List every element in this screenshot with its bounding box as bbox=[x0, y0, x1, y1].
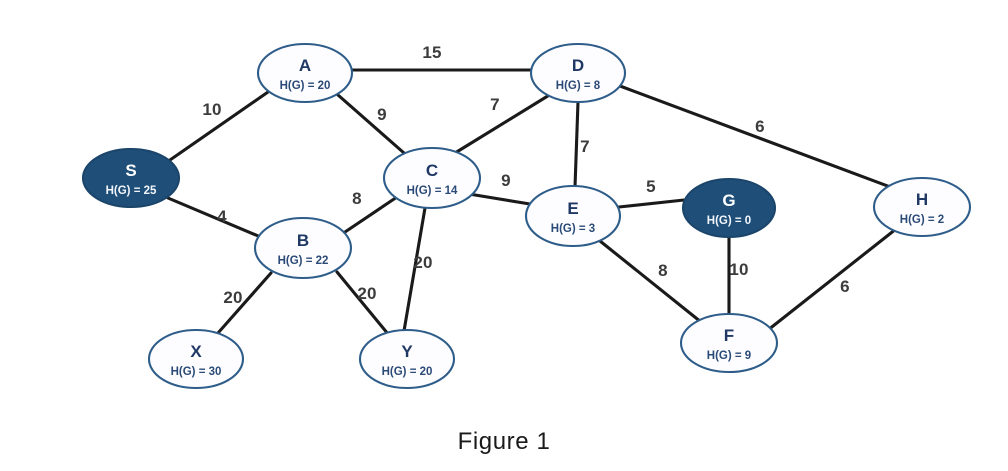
graph-edge-s-a bbox=[168, 90, 270, 162]
node-heuristic-label-x: H(G) = 30 bbox=[171, 366, 222, 378]
edge-weight-label-b-y: 20 bbox=[357, 284, 376, 303]
node-shape-b[interactable] bbox=[253, 216, 353, 280]
node-heuristic-label-e: H(G) = 3 bbox=[551, 223, 595, 235]
graph-edge-b-x bbox=[216, 271, 273, 335]
node-shape-d[interactable] bbox=[529, 42, 627, 104]
edge-weight-label-d-h: 6 bbox=[755, 117, 765, 136]
edge-weight-label-a-c: 9 bbox=[377, 105, 387, 124]
node-id-label-f: F bbox=[724, 326, 734, 345]
graph-node-a[interactable]: A H(G) = 20 bbox=[256, 42, 354, 104]
node-shape-e[interactable] bbox=[524, 184, 622, 248]
graph-edge-e-f bbox=[598, 239, 703, 324]
figure-caption: Figure 1 bbox=[457, 428, 551, 455]
node-heuristic-label-h: H(G) = 2 bbox=[900, 214, 944, 226]
edge-weight-label-c-y: 20 bbox=[413, 253, 432, 272]
edge-weights-layer: 10 4 15 9 8 20 20 7 9 20 7 6 5 8 10 6 bbox=[202, 43, 849, 307]
graph-node-c[interactable]: C H(G) = 14 bbox=[382, 146, 482, 210]
node-heuristic-label-d: H(G) = 8 bbox=[556, 80, 601, 92]
graph-node-e[interactable]: E H(G) = 3 bbox=[524, 184, 622, 248]
edge-weight-label-h-f: 6 bbox=[840, 277, 850, 296]
graph-node-y[interactable]: Y H(G) = 20 bbox=[358, 328, 456, 390]
graph-edge-c-y bbox=[402, 206, 427, 333]
node-id-label-e: E bbox=[567, 199, 578, 218]
edge-weight-label-s-a: 10 bbox=[202, 100, 221, 119]
edge-weight-label-e-g: 5 bbox=[646, 177, 656, 196]
edges-layer bbox=[166, 68, 898, 336]
graph-edge-s-b bbox=[166, 196, 265, 240]
graph-node-h[interactable]: H H(G) = 2 bbox=[872, 176, 972, 238]
edge-weight-label-c-d: 7 bbox=[490, 95, 500, 114]
node-id-label-g: G bbox=[722, 191, 735, 210]
edge-weight-label-b-x: 20 bbox=[223, 288, 242, 307]
node-shape-s[interactable] bbox=[81, 147, 181, 209]
node-shape-g[interactable] bbox=[681, 177, 777, 239]
node-shape-y[interactable] bbox=[358, 328, 456, 390]
node-shape-a[interactable] bbox=[256, 42, 354, 104]
node-heuristic-label-b: H(G) = 22 bbox=[278, 255, 329, 267]
graph-node-x[interactable]: X H(G) = 30 bbox=[147, 328, 245, 390]
edge-weight-label-c-e: 9 bbox=[501, 171, 511, 190]
node-heuristic-label-a: H(G) = 20 bbox=[280, 80, 331, 92]
graph-node-d[interactable]: D H(G) = 8 bbox=[529, 42, 627, 104]
node-shape-h[interactable] bbox=[872, 176, 972, 238]
graph-node-f[interactable]: F H(G) = 9 bbox=[679, 312, 779, 374]
graph-edge-c-e bbox=[461, 191, 538, 207]
node-id-label-h: H bbox=[916, 190, 928, 209]
edge-weight-label-g-f: 10 bbox=[729, 260, 748, 279]
graph-edge-d-e bbox=[573, 100, 580, 189]
graph-node-b[interactable]: B H(G) = 22 bbox=[253, 216, 353, 280]
node-id-label-y: Y bbox=[401, 342, 413, 361]
graph-edge-d-h bbox=[618, 84, 895, 190]
node-shape-c[interactable] bbox=[382, 146, 482, 210]
edge-weight-label-a-d: 15 bbox=[422, 43, 441, 62]
node-id-label-a: A bbox=[299, 56, 311, 75]
node-id-label-s: S bbox=[125, 161, 136, 180]
graph-edge-e-g bbox=[617, 198, 686, 209]
graph-edge-b-y bbox=[335, 270, 390, 336]
node-id-label-b: B bbox=[297, 231, 309, 250]
node-heuristic-label-g: H(G) = 0 bbox=[707, 215, 751, 227]
graph-node-s[interactable]: S H(G) = 25 bbox=[81, 147, 181, 209]
graph-edge-h-f bbox=[766, 227, 898, 332]
node-id-label-c: C bbox=[426, 161, 438, 180]
node-id-label-d: D bbox=[572, 56, 584, 75]
node-heuristic-label-f: H(G) = 9 bbox=[707, 350, 751, 362]
graph-edge-b-c bbox=[343, 195, 399, 234]
node-shape-x[interactable] bbox=[147, 328, 245, 390]
edge-weight-label-d-e: 7 bbox=[580, 137, 590, 156]
graph-edge-a-c bbox=[336, 93, 406, 155]
node-id-label-x: X bbox=[190, 342, 202, 361]
node-heuristic-label-s: H(G) = 25 bbox=[106, 185, 157, 197]
edge-weight-label-e-f: 8 bbox=[658, 261, 668, 280]
edge-weight-label-b-c: 8 bbox=[352, 189, 362, 208]
node-shape-f[interactable] bbox=[679, 312, 779, 374]
graph-edge-c-d bbox=[453, 92, 553, 155]
graph-node-g[interactable]: G H(G) = 0 bbox=[681, 177, 777, 239]
node-heuristic-label-c: H(G) = 14 bbox=[407, 185, 458, 197]
node-heuristic-label-y: H(G) = 20 bbox=[382, 366, 433, 378]
edge-weight-label-s-b: 4 bbox=[217, 207, 227, 226]
